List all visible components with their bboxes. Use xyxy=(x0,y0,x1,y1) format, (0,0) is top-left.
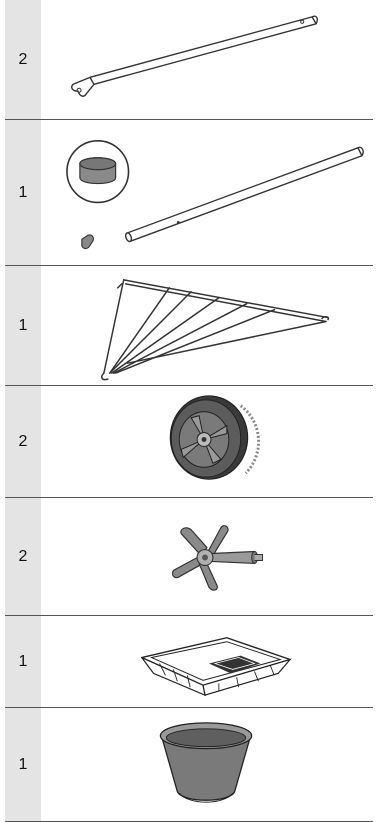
handle-leg-tube-icon xyxy=(41,0,373,119)
part-quantity: 2 xyxy=(5,0,41,119)
part-illustration xyxy=(41,120,373,265)
wheel-icon xyxy=(41,386,373,497)
part-row: 1 xyxy=(5,120,373,266)
part-illustration xyxy=(41,498,373,615)
leg-tube-with-end-cap-icon xyxy=(41,120,373,265)
part-quantity: 2 xyxy=(5,498,41,615)
part-quantity: 1 xyxy=(5,120,41,265)
part-row: 2 xyxy=(5,386,373,498)
part-row: 1 xyxy=(5,616,373,708)
wheel-hub-cap-icon xyxy=(41,498,373,615)
part-illustration xyxy=(41,266,373,385)
ash-tray-icon xyxy=(41,616,373,707)
part-row: 1 xyxy=(5,266,373,386)
part-illustration xyxy=(41,0,373,119)
ash-bowl-icon xyxy=(41,708,373,821)
part-quantity: 1 xyxy=(5,266,41,385)
part-quantity: 1 xyxy=(5,708,41,821)
part-row: 2 xyxy=(5,0,373,120)
wire-rack-frame-icon xyxy=(41,266,373,385)
part-illustration xyxy=(41,386,373,497)
part-illustration xyxy=(41,708,373,821)
part-row: 1 xyxy=(5,708,373,822)
part-row: 2 xyxy=(5,498,373,616)
part-quantity: 1 xyxy=(5,616,41,707)
part-illustration xyxy=(41,616,373,707)
part-quantity: 2 xyxy=(5,386,41,497)
